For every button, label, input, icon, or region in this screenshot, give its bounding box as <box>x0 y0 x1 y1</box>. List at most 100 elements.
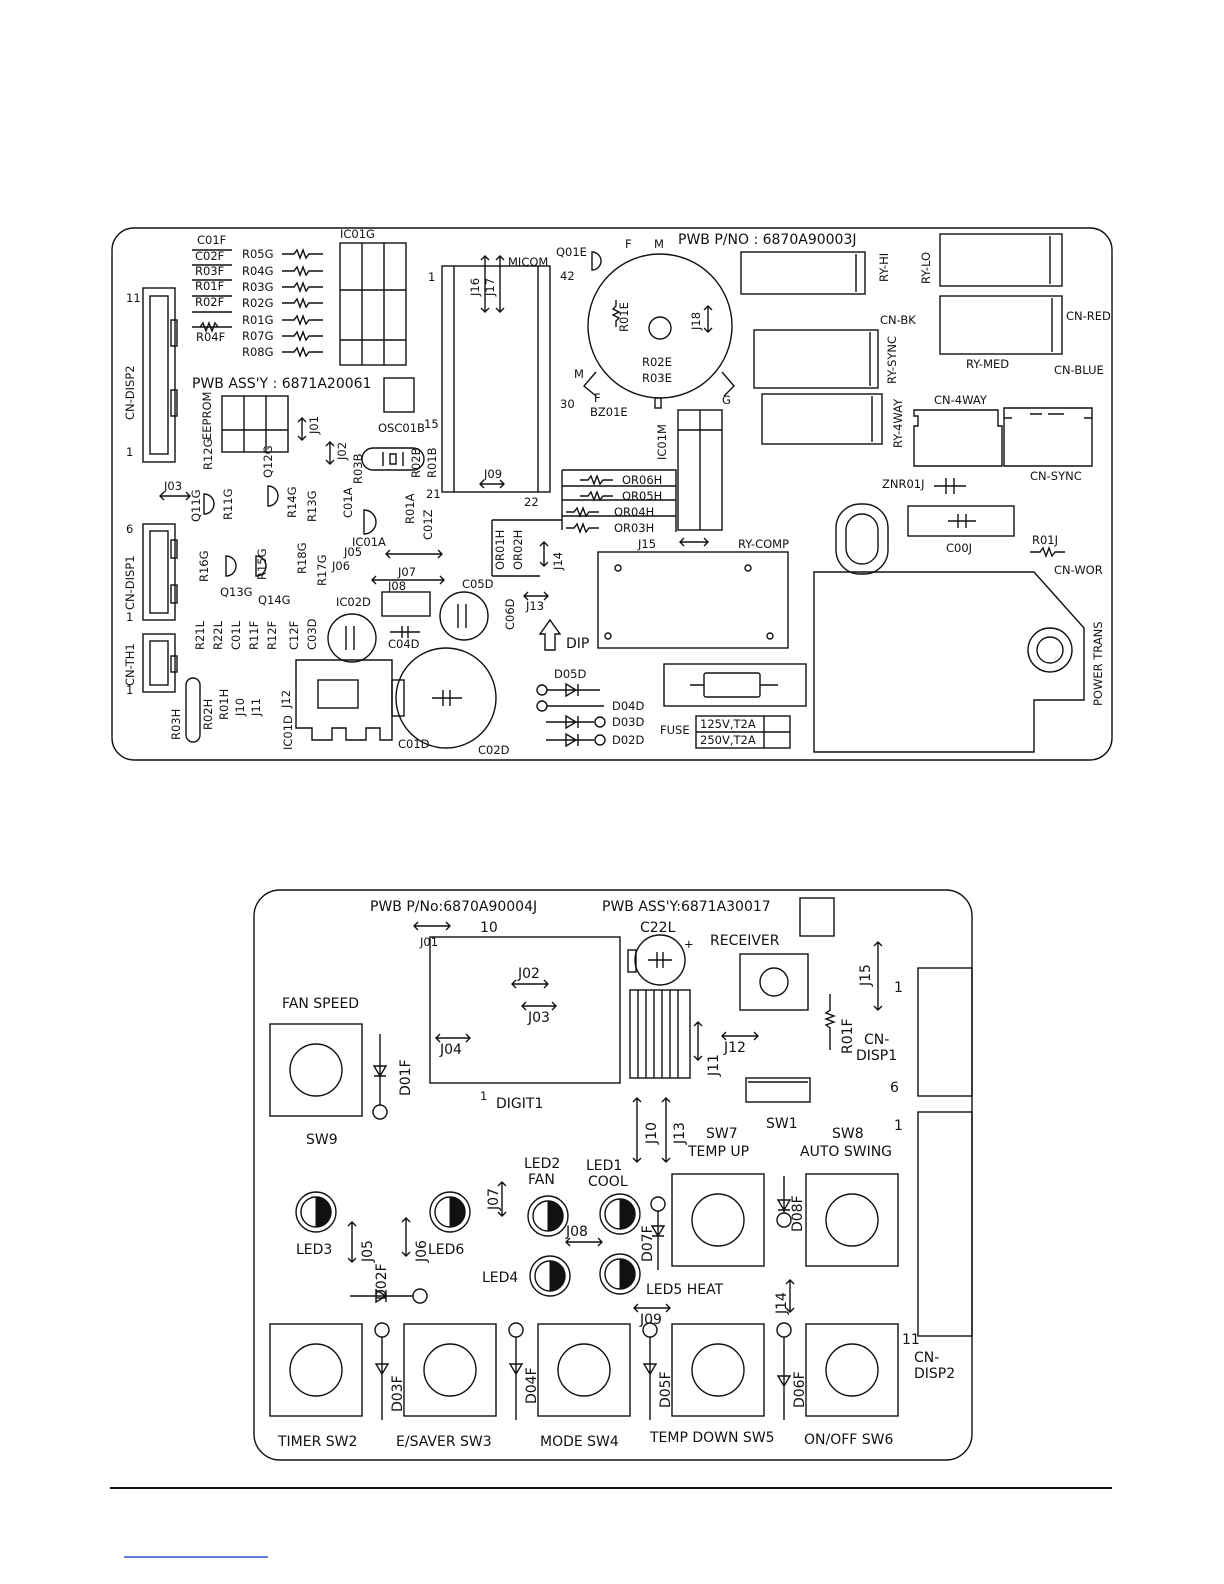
cn-th1-connector: 1 CN-TH1 <box>123 633 178 697</box>
mode-label: MODE SW4 <box>540 1434 619 1450</box>
b2-cn-disp1-label-a: CN- <box>864 1032 889 1048</box>
r02b-label: R02B <box>409 447 423 478</box>
d02d-label: D02D <box>612 733 644 747</box>
cn-disp1-pin6: 6 <box>126 522 133 536</box>
timer-label: TIMER SW2 <box>277 1434 357 1450</box>
j11-label: J11 <box>249 698 263 717</box>
resistor-array-g: R05G R04G R03G R02G R01G R07G R08G <box>242 247 323 359</box>
r17g-label: R17G <box>315 554 329 586</box>
d04f-diode: D04F <box>508 1322 540 1420</box>
auto-swing-button[interactable]: SW8 AUTO SWING D08F J14 <box>774 1126 899 1315</box>
mode-button[interactable]: MODE SW4 <box>537 1323 631 1450</box>
r07g-label: R07G <box>242 329 274 343</box>
or04h-label: OR04H <box>614 505 654 519</box>
cn-disp2-pin11: 11 <box>126 291 141 305</box>
sw9-label: SW9 <box>306 1132 338 1148</box>
digit-pin10: 10 <box>480 920 498 936</box>
c01z-label: C01Z <box>421 509 435 540</box>
pwb-part-number: PWB P/NO : 6870A90003J <box>678 232 856 248</box>
transistor-area: Q11G R11G R14G R13G R16G R15G R18G R17G … <box>189 485 445 617</box>
ic01g-chip: IC01G <box>339 227 407 366</box>
pwb2-assembly-number: PWB ASS'Y:6871A30017 <box>602 899 771 915</box>
j01-label: J01 <box>307 416 321 435</box>
esaver-label: E/SAVER SW3 <box>396 1434 492 1450</box>
cn-4way-label: CN-4WAY <box>934 393 988 407</box>
j08-label: J08 <box>387 579 406 593</box>
b2-j11-label: J11 <box>706 1054 722 1077</box>
r01f-label: R01F <box>840 1018 856 1054</box>
r12f-label: R12F <box>265 621 279 650</box>
cn-disp1-label: CN-DISP1 <box>123 555 137 610</box>
micom-pin30: 30 <box>560 397 575 411</box>
timer-button[interactable]: TIMER SW2 <box>269 1323 363 1450</box>
r04g-label: R04G <box>242 264 274 278</box>
jumpers-j10-j13: J10 J13 <box>632 1097 688 1163</box>
r01g-label: R01G <box>242 313 274 327</box>
b2-cn-disp2-label-a: CN- <box>914 1350 939 1366</box>
d06f-diode: D06F <box>776 1322 808 1420</box>
temp-up-button[interactable]: SW7 TEMP UP <box>671 1126 765 1267</box>
c01d-label: C01D <box>398 737 430 751</box>
cn-disp2-label: CN-DISP2 <box>123 365 137 420</box>
j18-label: J18 <box>689 312 703 331</box>
d08f-label: D08F <box>790 1195 806 1232</box>
c01f-label: C01F <box>197 233 226 247</box>
j07-label: J07 <box>397 565 416 579</box>
digit-display: J01 10 J02 J03 J04 1 DIGIT1 <box>413 920 621 1112</box>
micom-pin22: 22 <box>524 495 539 509</box>
r03g-label: R03G <box>242 280 274 294</box>
cn-disp2-pin1: 1 <box>126 445 133 459</box>
c01a-label: C01A <box>341 487 355 518</box>
fuse-block: FUSE 125V,T2A 250V,T2A <box>660 663 807 749</box>
d07f-label: D07F <box>640 1225 656 1262</box>
ry-lo-label: RY-LO <box>919 252 933 284</box>
cn-disp1-pin6-b2: 6 <box>890 1080 899 1096</box>
r11g-label: R11G <box>221 488 235 520</box>
b2-j14-label: J14 <box>774 1292 790 1315</box>
q12g-label: Q12G <box>261 445 275 478</box>
led1 <box>599 1193 641 1235</box>
j15-label: J15 <box>637 537 656 551</box>
fan-speed-button[interactable]: FAN SPEED SW9 D01F <box>269 996 414 1148</box>
b2-j12-label: J12 <box>723 1040 746 1056</box>
ry-4way-label: RY-4WAY <box>891 398 905 448</box>
dip-indicator: DIP <box>538 618 589 652</box>
display-pcb-board: PWB P/No:6870A90004J PWB ASS'Y:6871A3001… <box>253 889 973 1461</box>
b2-j04-label: J04 <box>439 1042 462 1058</box>
bz-m-label: M <box>654 237 664 251</box>
b2-cn-disp1-label-b: DISP1 <box>856 1048 897 1064</box>
bz01e-label: BZ01E <box>590 405 628 419</box>
b2-j10-label: J10 <box>644 1122 660 1145</box>
micom-label: MICOM <box>508 255 548 269</box>
d06f-label: D06F <box>792 1371 808 1408</box>
led-indicators: LED3 J05 LED6 J06 D02F LED2 FAN LED1 <box>295 1156 724 1328</box>
temp-down-button[interactable]: TEMP DOWN SW5 <box>649 1323 775 1446</box>
b2-j02-label: J02 <box>517 966 540 982</box>
esaver-button[interactable]: E/SAVER SW3 <box>396 1323 497 1450</box>
or03h-label: OR03H <box>614 521 654 535</box>
r02e-label: R02E <box>642 355 672 369</box>
d05f-label: D05F <box>658 1371 674 1408</box>
ry-comp-label: RY-COMP <box>738 537 789 551</box>
ry-sync-label: RY-SYNC <box>885 336 899 384</box>
fuse-rating-125v: 125V,T2A <box>700 717 756 731</box>
sw1-switch[interactable]: SW1 <box>745 1077 811 1132</box>
micom-pin42: 42 <box>560 269 575 283</box>
micom-pin21: 21 <box>426 487 441 501</box>
led6: LED6 <box>428 1191 471 1258</box>
resistor-stack-f: C01F C02F R03F R01F R02F R04F <box>192 233 232 344</box>
cn-disp-connectors-b2: 1 11 CN- DISP2 <box>894 967 973 1382</box>
led4-label: LED4 <box>482 1270 518 1286</box>
osc01b-crystal: OSC01B R03B R02B R01B <box>351 421 439 484</box>
c22l-plus: + <box>684 937 694 951</box>
cn-th1-label: CN-TH1 <box>123 643 137 686</box>
bz-g-label: G <box>722 393 731 407</box>
main-pcb-board: PWB P/NO : 6870A90003J PWB ASS'Y : 6871A… <box>111 227 1113 761</box>
d04f-label: D04F <box>524 1367 540 1404</box>
onoff-button[interactable]: ON/OFF SW6 <box>804 1323 899 1448</box>
c22l-capacitor: C22L + J11 J12 <box>627 920 759 1079</box>
led3: LED3 <box>295 1191 337 1258</box>
cn-disp2-connector: 11 1 CN-DISP2 <box>123 287 178 463</box>
relays-area: RY-HI RY-LO CN-RED RY-MED CN-BLUE CN-BK … <box>740 233 1111 494</box>
